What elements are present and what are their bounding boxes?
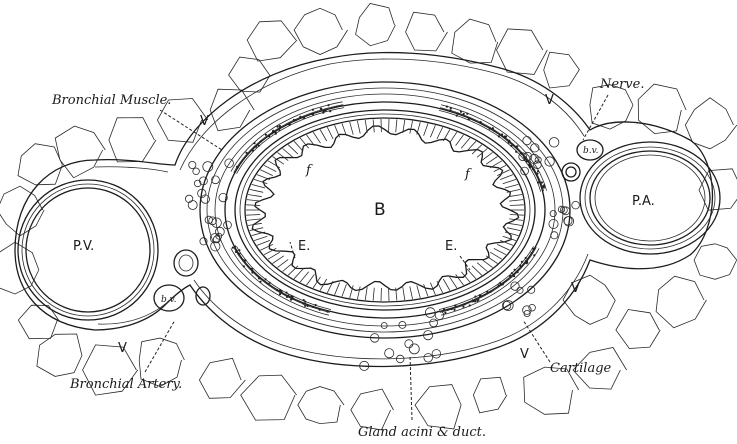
label-nerve: Nerve.	[599, 77, 644, 92]
label-vein-4: V	[520, 347, 529, 362]
leader-lines	[145, 95, 608, 420]
label-pa: P.A.	[632, 194, 655, 209]
label-bronchial-muscle: Bronchial Muscle.	[51, 93, 171, 108]
label-vein-3: V	[571, 281, 580, 296]
label-vein-5: V	[118, 341, 127, 356]
label-bronchial-artery: Bronchial Artery.	[69, 377, 182, 392]
label-epithelium-right: E.	[445, 239, 457, 254]
nerve-bundle	[562, 163, 580, 181]
label-bv-left: b.v.	[161, 295, 177, 305]
label-pv: P.V.	[73, 239, 94, 254]
label-cartilage: Cartilage	[550, 361, 612, 376]
label-vein-2: V	[545, 93, 554, 108]
label-fold-right: f	[464, 167, 472, 182]
bronchial-artery-vessel	[174, 250, 198, 276]
label-gland-acini: Gland acini & duct.	[358, 425, 486, 440]
label-bv-right: b.v.	[583, 146, 599, 156]
label-fold-left: f	[305, 163, 313, 178]
label-lumen-b: B	[374, 200, 386, 220]
label-vein-1: V	[200, 114, 209, 129]
label-epithelium-left: E.	[298, 239, 310, 254]
